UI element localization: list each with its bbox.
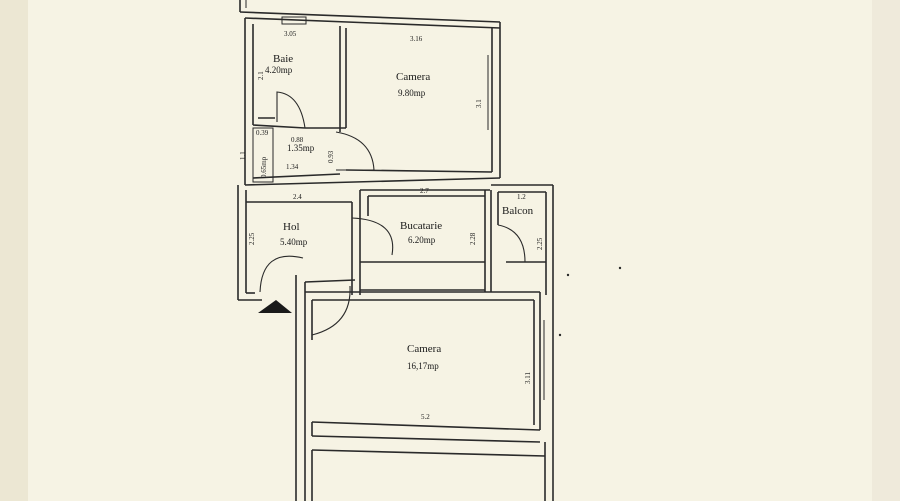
room-bucatarie-area: 6.20mp <box>408 235 436 245</box>
lower-block-walls <box>295 275 554 501</box>
room-camera2-name: Camera <box>407 343 441 355</box>
paper-shadow-right <box>872 0 900 501</box>
dim-kitchen-width: 2.7 <box>420 187 429 195</box>
room-hol-name: Hol <box>283 221 300 233</box>
paper-shadow-left <box>0 0 28 501</box>
room-camera1-name: Camera <box>396 71 430 83</box>
room-bucatarie-name: Bucatarie <box>400 220 442 232</box>
room-camera1-area: 9.80mp <box>398 88 426 98</box>
room-camera2-area: 16,17mp <box>407 361 439 371</box>
upper-block-walls <box>239 0 501 178</box>
dim-balcony-width: 1.2 <box>517 193 526 201</box>
dim-hall-small-right: 0.93 <box>327 150 335 163</box>
dim-duct-height: 1.1 <box>239 151 247 160</box>
room-hol-area: 5.40mp <box>280 237 308 247</box>
bathroom-walls <box>252 26 347 132</box>
dim-bath-height: 2.1 <box>257 71 265 80</box>
small-hall-walls <box>244 127 501 186</box>
dim-bath-width: 3.05 <box>284 30 297 38</box>
room-balcon-name: Balcon <box>502 205 534 217</box>
room-baie-area: 4.20mp <box>265 65 293 75</box>
dim-balcony-height: 2.25 <box>536 237 544 250</box>
dim-camera2-width: 5.2 <box>421 413 430 421</box>
mark-dot <box>618 266 622 270</box>
dim-hol-height: 2.25 <box>248 232 256 245</box>
dim-camera1-height: 3.1 <box>475 99 483 108</box>
middle-block-walls <box>237 184 554 301</box>
mark-dot <box>566 273 570 277</box>
dim-camera2-height: 3.11 <box>524 372 532 384</box>
dim-kitchen-height: 2.28 <box>469 232 477 245</box>
dim-hol-width: 2.4 <box>293 193 302 201</box>
mark-dot <box>558 333 562 337</box>
entrance-arrow-icon <box>258 300 292 313</box>
dim-hall-small-top: 0.88 <box>291 136 304 144</box>
dim-camera1-width: 3.16 <box>410 35 423 43</box>
room-baie-name: Baie <box>273 53 293 65</box>
dim-duct-area: 0.65mp <box>260 156 268 178</box>
dim-hall-small-width: 1.34 <box>286 163 299 171</box>
room-hall-small-area: 1.35mp <box>287 143 315 153</box>
dim-duct-width: 0.39 <box>256 129 269 137</box>
